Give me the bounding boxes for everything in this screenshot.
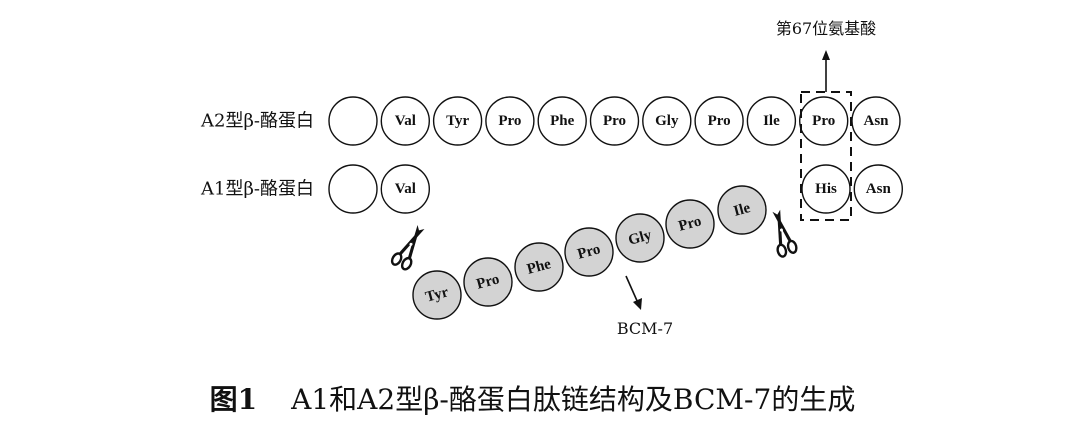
residue-circle (853, 164, 903, 214)
residue-label: Tyr (446, 113, 469, 129)
residue-label: Ile (763, 113, 780, 129)
a1-row-label: A1型β-酪蛋白 (200, 179, 314, 200)
residue: Val (380, 164, 430, 214)
caption-text: A1和A2型β-酪蛋白肽链结构及BCM-7的生成 (291, 383, 856, 416)
position-67-box (800, 91, 852, 221)
residue: Pro (564, 227, 614, 277)
residue-circle (537, 96, 587, 146)
residue-circle (485, 96, 535, 146)
residue-circle (746, 96, 797, 146)
residue-label: Tyr (424, 284, 451, 306)
residue-label: Pro (475, 271, 501, 292)
residue-label: Gly (627, 227, 654, 249)
residue-circle (799, 96, 849, 146)
residue-label: Pro (576, 241, 602, 262)
residue: Phe (514, 242, 564, 292)
residue-circle (432, 96, 483, 146)
figure-caption: 图1 A1和A2型β-酪蛋白肽链结构及BCM-7的生成 (0, 378, 1065, 418)
residue: Phe (537, 96, 587, 146)
residue-label: Pro (677, 213, 703, 234)
residue: Tyr (412, 270, 462, 320)
residue-circle (380, 96, 430, 146)
bcm7-arrow (625, 275, 642, 310)
residue-label: Gly (655, 113, 679, 129)
position-67-arrow (822, 50, 830, 92)
residue-circle (642, 96, 692, 146)
residue-label: Val (395, 181, 416, 197)
scissors-icon (772, 209, 798, 258)
residue-label: His (815, 181, 837, 197)
residue-circle (412, 270, 462, 320)
residue-circle (564, 227, 614, 277)
residue-circle (328, 164, 378, 214)
scissors-icon (390, 224, 425, 271)
residue-circle (463, 257, 513, 307)
residue-label: Val (395, 113, 416, 129)
residue: Pro (463, 257, 513, 307)
residue: Pro (589, 96, 640, 146)
residue: Pro (799, 96, 849, 146)
residue: His (801, 164, 851, 214)
a2-row-label: A2型β-酪蛋白 (200, 111, 314, 132)
a1-chain-right: His Asn (801, 164, 903, 214)
residue-label: Phe (550, 113, 575, 129)
residue: Pro (694, 96, 744, 146)
residue-circle (328, 96, 378, 146)
residue: Gly (642, 96, 692, 146)
figure-number: 图1 (209, 383, 258, 416)
residue-circle (615, 213, 665, 263)
residue-label: Phe (525, 256, 553, 278)
residue-circle (694, 96, 744, 146)
residue-label: Asn (863, 113, 889, 129)
residue: Pro (665, 199, 715, 249)
residue-circle (665, 199, 715, 249)
residue-label: Pro (812, 113, 835, 129)
residue (328, 164, 378, 214)
residue-circle (589, 96, 640, 146)
residue: Asn (853, 164, 903, 214)
residue: Gly (615, 213, 665, 263)
residue-label: Pro (708, 113, 731, 129)
residue: Pro (485, 96, 535, 146)
residue-circle (717, 185, 767, 235)
residue: Ile (746, 96, 797, 146)
residue-circle (380, 164, 430, 214)
a1-chain-left: Val (328, 164, 430, 214)
residue-label: Pro (498, 113, 521, 129)
residue-label: Asn (866, 181, 892, 197)
residue: Ile (717, 185, 767, 235)
residue: Asn (851, 96, 901, 146)
position-67-note: 第67位氨基酸 (776, 19, 876, 38)
residue-circle (514, 242, 564, 292)
residue-label: Pro (603, 113, 626, 129)
bcm7-label: BCM-7 (617, 319, 673, 338)
residue-label: Ile (732, 200, 753, 220)
residue: Val (380, 96, 430, 146)
residue: Tyr (432, 96, 483, 146)
a2-chain: Val Tyr Pro Phe Pro Gly Pro Ile Pro Asn (328, 96, 901, 146)
residue (328, 96, 378, 146)
